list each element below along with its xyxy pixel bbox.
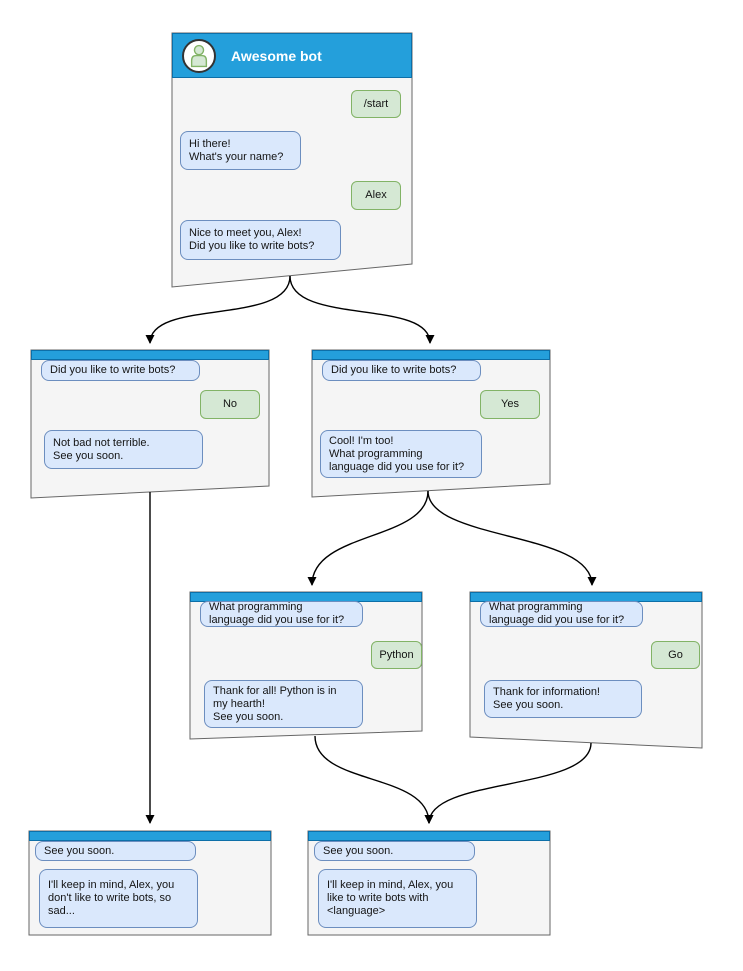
titlebar-end-no [29,831,271,841]
flow-arrow-go-to-end [424,742,592,824]
user-message-bubble: No [200,390,260,419]
bot-message-bubble: What programming language did you use fo… [200,601,363,627]
bot-message-bubble: Thank for all! Python is in my hearth! S… [204,680,363,728]
user-message-bubble: Go [651,641,700,669]
bot-message-bubble: Did you like to write bots? [41,360,200,381]
main-window-header: Awesome bot [172,33,412,78]
bot-message-bubble: Not bad not terrible. See you soon. [44,430,203,469]
avatar [182,38,216,73]
flow-arrow-yes-to-go [427,490,597,586]
bot-avatar-icon [190,44,208,67]
flow-arrow-yes-to-python [307,490,429,586]
titlebar-no-branch [31,350,269,360]
user-message-bubble: Alex [351,181,401,210]
window-title: Awesome bot [231,47,322,64]
flow-arrow-main-to-no [145,275,291,344]
bot-message-bubble: See you soon. [35,841,196,861]
bot-message-bubble: Cool! I'm too! What programming language… [320,430,482,478]
bot-message-bubble: What programming language did you use fo… [480,601,643,627]
user-message-bubble: Yes [480,390,540,419]
user-message-bubble: Python [371,641,422,669]
bot-message-bubble: I'll keep in mind, Alex, you like to wri… [318,869,477,928]
titlebar-yes-branch [312,350,550,360]
bot-message-bubble: Nice to meet you, Alex! Did you like to … [180,220,341,260]
bot-message-bubble: Hi there! What's your name? [180,131,301,170]
user-message-bubble: /start [351,90,401,118]
bot-message-bubble: I'll keep in mind, Alex, you don't like … [39,869,198,928]
titlebar-end-yes [308,831,550,841]
flow-arrow-python-to-end [314,735,434,824]
bot-message-bubble: Did you like to write bots? [322,360,481,381]
bot-message-bubble: Thank for information! See you soon. [484,680,642,718]
bot-message-bubble: See you soon. [314,841,475,861]
flow-arrow-main-to-yes [289,275,435,344]
